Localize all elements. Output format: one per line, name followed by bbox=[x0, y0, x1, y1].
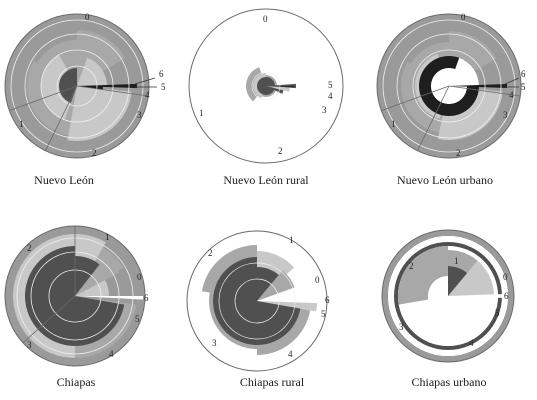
segment-label-2: 2 bbox=[409, 261, 414, 271]
segment-label-1: 1 bbox=[19, 119, 24, 129]
sector-6 bbox=[257, 298, 323, 304]
panel-title-nuevo-leon-urbano: Nuevo León urbano bbox=[397, 173, 493, 187]
sector-1-core bbox=[75, 256, 100, 296]
sector-divider-line bbox=[417, 85, 450, 151]
segment-label-4: 4 bbox=[109, 349, 114, 359]
segment-label-4: 4 bbox=[469, 338, 474, 348]
segment-label-2: 2 bbox=[456, 148, 461, 158]
leader-line-6 bbox=[134, 77, 156, 85]
panel-nuevo-leon-rural: 0 5 4 3 2 1 bbox=[188, 8, 344, 164]
segment-label-3: 3 bbox=[137, 110, 142, 120]
grid-ring bbox=[412, 49, 486, 123]
segment-label-3: 3 bbox=[503, 110, 508, 120]
sector-divider-line bbox=[22, 295, 76, 344]
center-dark bbox=[213, 257, 301, 345]
panel-nuevo-leon-urbano: 0 6 5 4 3 2 1 bbox=[376, 12, 526, 159]
segment-label-5: 5 bbox=[328, 80, 333, 90]
segment-label-4: 4 bbox=[328, 91, 333, 101]
segment-label-1: 1 bbox=[199, 108, 204, 118]
segment-label-3: 3 bbox=[399, 322, 404, 332]
segment-label-1: 1 bbox=[289, 235, 294, 245]
grid-ring bbox=[218, 262, 296, 340]
grid-ring bbox=[251, 71, 281, 101]
segment-label-4: 4 bbox=[509, 90, 514, 100]
panel-nuevo-leon: 0 6 5 4 3 2 1 bbox=[4, 12, 166, 159]
sector-6 bbox=[448, 293, 508, 299]
segment-label-5: 5 bbox=[495, 308, 500, 318]
sector-6 bbox=[75, 296, 143, 300]
sector-3 bbox=[266, 86, 284, 94]
segment-label-5: 5 bbox=[321, 309, 326, 319]
leader-line-6 bbox=[504, 77, 520, 85]
segment-label-2: 2 bbox=[27, 243, 32, 253]
sector-1-outer bbox=[448, 250, 478, 274]
segment-label-5: 5 bbox=[521, 82, 526, 92]
segment-label-5: 5 bbox=[161, 82, 166, 92]
sector-divider-line bbox=[9, 85, 78, 112]
grid-ring bbox=[40, 49, 114, 123]
sector-divider-line bbox=[45, 85, 78, 151]
sector-divider-line bbox=[76, 85, 149, 97]
panel-title-nuevo-leon: Nuevo León bbox=[34, 173, 94, 187]
segment-label-3: 3 bbox=[322, 105, 327, 115]
panel-chiapas: 1 2 0 6 5 4 3 bbox=[4, 225, 149, 367]
grid-ring bbox=[24, 33, 130, 139]
segment-label-2: 2 bbox=[92, 148, 97, 158]
sector-divider-line bbox=[448, 85, 521, 97]
segment-label-6: 6 bbox=[144, 293, 149, 303]
segment-label-2: 2 bbox=[208, 248, 213, 258]
sector-0 bbox=[448, 260, 494, 296]
center-gap bbox=[449, 57, 479, 86]
grid-ring bbox=[382, 19, 516, 153]
grid-ring bbox=[234, 278, 280, 324]
segment-label-5: 5 bbox=[135, 314, 140, 324]
segment-label-6: 6 bbox=[159, 69, 164, 79]
segment-label-3: 3 bbox=[212, 338, 217, 348]
sector-3 bbox=[67, 86, 132, 141]
segment-label-3: 3 bbox=[27, 340, 32, 350]
outer-border bbox=[381, 229, 515, 363]
sector-0-core bbox=[77, 57, 107, 86]
segment-label-6: 6 bbox=[504, 291, 509, 301]
segment-label-1: 1 bbox=[454, 256, 459, 266]
sector-5 bbox=[77, 83, 137, 89]
sector-divider-line bbox=[381, 85, 450, 112]
segment-label-1: 1 bbox=[105, 232, 110, 242]
segment-label-6: 6 bbox=[521, 69, 526, 79]
segment-label-0: 0 bbox=[503, 272, 508, 282]
panel-title-chiapas-urbano: Chiapas urbano bbox=[412, 375, 487, 389]
panel-title-chiapas: Chiapas bbox=[57, 375, 96, 389]
segment-label-0: 0 bbox=[137, 272, 142, 282]
panel-title-chiapas-rural: Chiapas rural bbox=[240, 375, 305, 389]
segment-label-0: 0 bbox=[315, 275, 320, 285]
sector-1 bbox=[448, 266, 468, 296]
outer-border bbox=[4, 225, 146, 367]
sector-2 bbox=[398, 246, 448, 305]
segment-label-6: 6 bbox=[325, 295, 330, 305]
panel-chiapas-urbano: 1 2 0 6 5 4 3 bbox=[381, 229, 515, 363]
segment-label-4: 4 bbox=[145, 90, 150, 100]
sector-5 bbox=[257, 301, 317, 312]
panel-title-nuevo-leon-rural: Nuevo León rural bbox=[223, 173, 309, 187]
center-dark bbox=[59, 68, 77, 103]
segment-label-4: 4 bbox=[288, 349, 293, 359]
panel-chiapas-rural: 1 2 0 6 5 4 3 bbox=[186, 230, 330, 372]
outer-border bbox=[4, 13, 150, 159]
sector-0 bbox=[257, 270, 295, 301]
grid-ring bbox=[10, 19, 144, 153]
segment-label-0: 0 bbox=[85, 12, 90, 22]
segment-label-0: 0 bbox=[461, 12, 466, 22]
outer-border bbox=[376, 13, 522, 159]
segment-label-2: 2 bbox=[278, 146, 283, 156]
grid-ring bbox=[396, 33, 502, 139]
segment-label-0: 0 bbox=[263, 14, 268, 24]
sector-1-core bbox=[257, 267, 279, 301]
sector-5 bbox=[449, 83, 507, 89]
segment-label-1: 1 bbox=[391, 119, 396, 129]
grid-ring bbox=[56, 65, 98, 107]
sector-4 bbox=[266, 86, 290, 92]
